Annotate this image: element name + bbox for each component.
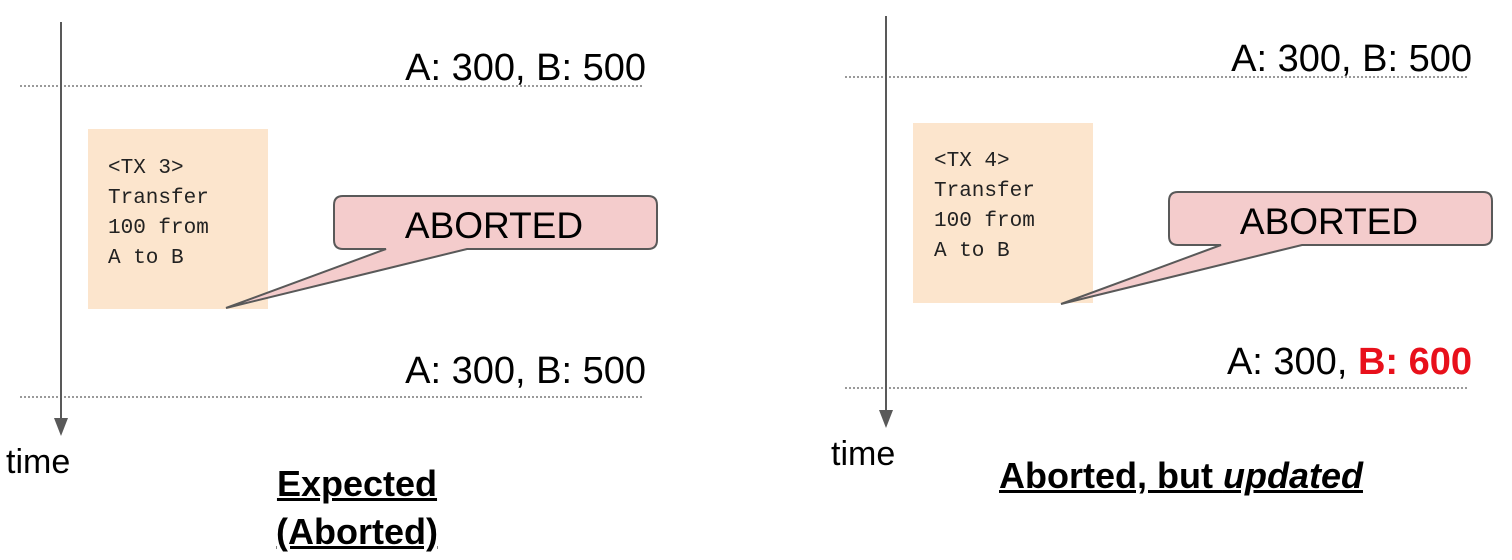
tx-line: 100 from [934, 210, 1035, 233]
transaction-box: <TX 4> Transfer 100 from A to B [913, 123, 1093, 303]
tx-line: 100 from [108, 217, 209, 240]
caption-aborted-updated: Aborted, but updated [999, 452, 1363, 500]
caption-line-2: (Aborted) [276, 511, 438, 552]
bottom-state-highlight: B: 600 [1357, 341, 1472, 383]
time-label: time [831, 435, 896, 473]
tx-line: <TX 3> [108, 157, 184, 180]
tx-line: Transfer [934, 180, 1035, 203]
tx-line: Transfer [108, 187, 209, 210]
tx-line: <TX 4> [934, 150, 1010, 173]
bottom-divider [20, 396, 642, 398]
transaction-text: <TX 4> Transfer 100 from A to B [934, 147, 1035, 267]
top-state: A: 300, B: 500 [1231, 38, 1472, 80]
panel-expected: time A: 300, B: 500 A: 300, B: 500 <TX 3… [6, 22, 658, 556]
callout-bubble [225, 195, 658, 309]
time-axis [885, 16, 887, 412]
caption-emphasis: updated [1222, 455, 1363, 496]
caption-plain: Aborted, but [999, 455, 1223, 496]
aborted-callout: ABORTED [1060, 191, 1493, 305]
callout-label: ABORTED [405, 205, 583, 246]
tx-line: A to B [934, 240, 1010, 263]
time-label: time [6, 443, 71, 481]
bottom-divider [845, 387, 1467, 389]
tx-line: A to B [108, 247, 184, 270]
bottom-state: A: 300, B: 600 [1227, 341, 1472, 384]
time-axis-arrowhead [879, 410, 893, 428]
transaction-box: <TX 3> Transfer 100 from A to B [88, 129, 268, 309]
bottom-state-prefix: A: 300, [1226, 341, 1358, 383]
aborted-callout: ABORTED [225, 195, 658, 309]
time-axis [60, 22, 62, 420]
callout-bubble [1060, 191, 1493, 305]
time-axis-arrowhead [54, 418, 68, 436]
bottom-state: A: 300, B: 500 [405, 350, 646, 392]
transaction-text: <TX 3> Transfer 100 from A to B [108, 154, 209, 274]
top-divider [845, 76, 1467, 78]
callout-label: ABORTED [1240, 201, 1418, 242]
panel-aborted-updated: time A: 300, B: 500 A: 300, B: 600 <TX 4… [825, 0, 1512, 560]
top-state: A: 300, B: 500 [405, 47, 646, 89]
top-divider [20, 85, 642, 87]
caption-expected: Expected (Aborted) [276, 460, 438, 556]
caption-line-1: Expected [276, 463, 438, 504]
